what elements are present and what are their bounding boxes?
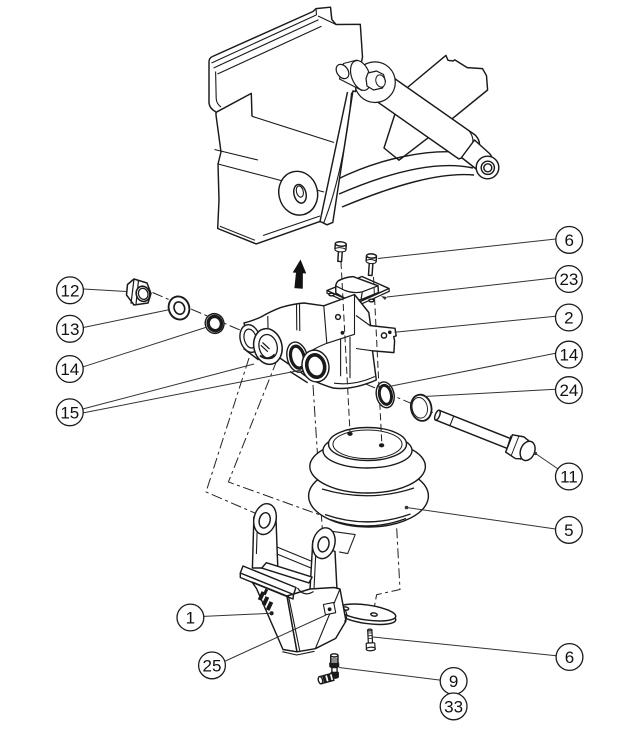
svg-text:12: 12 [61,281,80,300]
svg-text:1: 1 [186,609,195,628]
svg-text:6: 6 [564,231,573,250]
svg-text:9: 9 [449,672,458,691]
svg-text:13: 13 [61,320,80,339]
svg-text:14: 14 [60,360,79,379]
svg-text:5: 5 [564,521,573,540]
svg-text:24: 24 [559,381,578,400]
svg-text:11: 11 [560,468,578,487]
svg-text:2: 2 [564,309,573,328]
svg-text:23: 23 [559,270,578,289]
svg-text:25: 25 [203,656,222,675]
svg-text:33: 33 [444,697,463,716]
svg-text:15: 15 [60,403,79,422]
svg-text:6: 6 [565,648,574,667]
svg-text:14: 14 [559,346,578,365]
